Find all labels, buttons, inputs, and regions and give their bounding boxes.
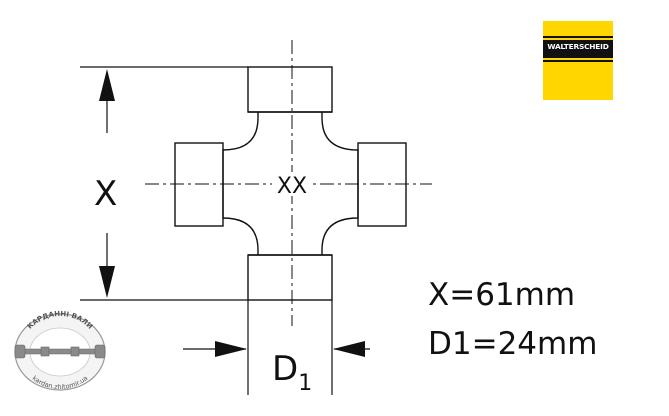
driveshaft-icon — [14, 344, 106, 359]
spec-d1-value: D1=24mm — [428, 326, 598, 362]
kardan-watermark-badge: КАРДАННІ ВАЛИ kardan.zhitomir.ua — [14, 310, 106, 391]
spec-x-value: X=61mm — [428, 277, 576, 313]
bottom-bearing-cap — [247, 254, 333, 301]
brand-name: WALTERSCHEID — [547, 42, 609, 51]
dim-d-arrow-left — [215, 341, 247, 357]
dim-x-label: X — [94, 174, 117, 214]
center-label: XX — [277, 174, 307, 199]
dim-x-arrow-bottom — [99, 266, 115, 298]
dim-d-arrow-right — [333, 341, 365, 357]
dim-x-arrow-top — [99, 69, 115, 101]
dim-d-label: D1 — [272, 349, 312, 396]
walterscheid-logo: WALTERSCHEID — [543, 21, 613, 100]
top-bearing-cap — [247, 66, 333, 113]
